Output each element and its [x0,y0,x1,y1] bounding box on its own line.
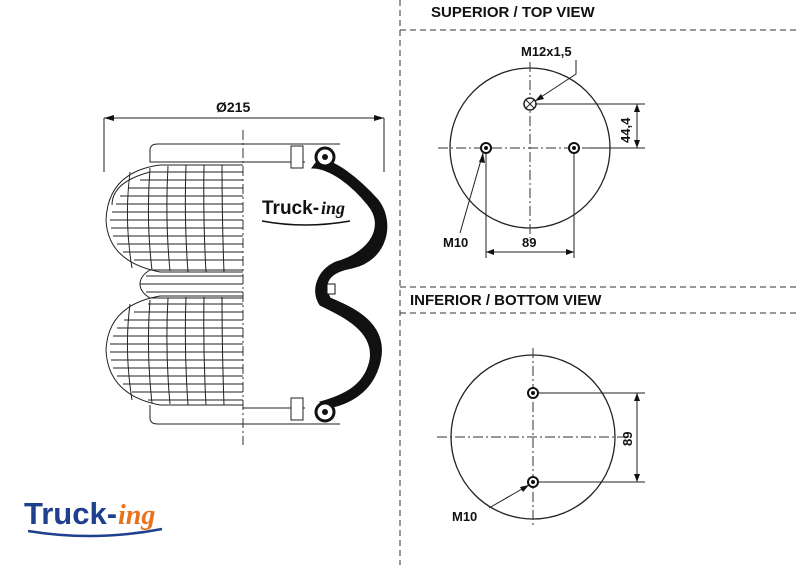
bottom-stud-section [290,397,304,421]
bottom-stud-lower [527,476,539,488]
svg-text:ing: ing [321,198,345,218]
thread-leader-line [534,60,577,102]
brand-logo-swoosh [27,527,163,538]
bottom-view: INFERIOR / BOTTOM VIEW 89 M10 [410,292,645,525]
top-stud-right [568,142,580,154]
svg-text:Truck-: Truck- [262,198,319,219]
lower-bead-ring [314,401,336,423]
top-stud-section [290,145,304,169]
bottom-stud-upper [527,387,539,399]
side-view-watermark-logo: Truck- ing [261,198,351,226]
upper-bead-ring [314,146,336,168]
offset-dimension-label: 44,4 [618,117,633,143]
upper-bellow-exterior [105,164,243,273]
top-stud-left [480,142,492,154]
bottom-stud-thread-label: M10 [452,509,477,524]
girdle-ring-section [326,283,336,295]
brand-logo-suffix: ing [118,500,155,531]
section-dividers [399,0,800,565]
lower-bellow-exterior [105,295,243,406]
top-stud-leader-line [459,152,484,234]
brand-logo: Truck- ing [24,496,163,538]
top-stud-thread-label: M10 [443,235,468,250]
top-spacing-label: 89 [522,235,536,250]
bottom-view-title: INFERIOR / BOTTOM VIEW [410,292,602,309]
diameter-label: Ø215 [216,99,250,115]
bottom-spacing-label: 89 [620,432,635,446]
girdle-ring [139,269,243,299]
top-view-title: SUPERIOR / TOP VIEW [431,4,595,21]
thread-leader-arrow [535,94,544,101]
top-view: SUPERIOR / TOP VIEW M12x1,5 44,4 [431,4,645,258]
side-view: Ø215 [103,99,388,445]
brand-logo-main: Truck- [24,496,117,531]
air-fitting-hole [523,97,537,111]
thread-size-label: M12x1,5 [521,44,572,59]
